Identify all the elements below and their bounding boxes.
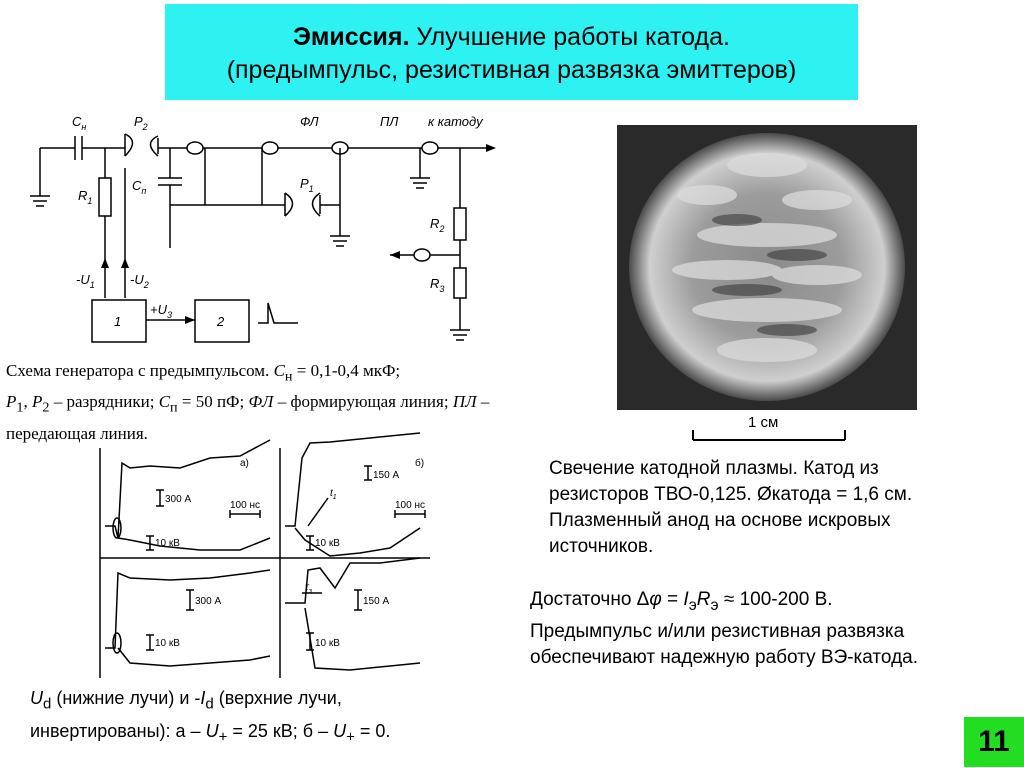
fl-label: ФЛ [300, 114, 319, 129]
panel-a-label: а) [240, 458, 249, 469]
oscillograms: а) б) 300 А 150 А 100 нс 100 нс 10 кВ 10… [99, 432, 430, 678]
panel-b-label: б) [415, 457, 424, 469]
current-150-top: 150 А [373, 470, 399, 481]
cathode-plasma-photo [617, 125, 917, 410]
title-line2: (предымпульс, резистивная развязка эмитт… [226, 56, 797, 84]
sufficient-text: Достаточно Δφ = IэRэ ≈ 100-200 В. Предым… [530, 589, 918, 668]
time-100-b: 100 нс [395, 500, 425, 511]
slide-number-badge: 11 [964, 717, 1024, 767]
current-300-top: 300 А [165, 494, 191, 505]
photo-scale-label: 1 см [748, 414, 779, 431]
u1-label: -U1 [76, 272, 95, 290]
schematic-caption: Схема генератора с предымпульсом. Cн = 0… [6, 361, 490, 443]
t1-label: t1 [330, 488, 337, 501]
photo-scale-bar [692, 430, 846, 441]
time-100-a: 100 нс [230, 500, 260, 511]
p2-label: P2 [134, 114, 148, 132]
voltage-10-b-bottom: 10 кВ [315, 638, 340, 649]
to-cathode-label: к катоду [428, 114, 484, 129]
pl-label: ПЛ [380, 114, 398, 129]
r1-label: R1 [78, 188, 92, 206]
u2-label: -U2 [130, 272, 149, 290]
u3-label: +U3 [150, 302, 172, 320]
generator-schematic: Cн P2 ФЛ ПЛ к катоду R1 Cп P1 R2 R3 -U1 … [30, 114, 496, 343]
title-bold: Эмиссия. [293, 23, 410, 51]
plasma-description: Свечение катодной плазмы. Катод из резис… [549, 458, 913, 557]
title-box: Эмиссия. Улучшение работы катода. (преды… [165, 4, 858, 100]
voltage-10-b-top: 10 кВ [315, 538, 340, 549]
block1-label: 1 [114, 314, 121, 329]
p1-label: P1 [300, 176, 314, 194]
voltage-10-a-bottom: 10 кВ [155, 638, 180, 649]
oscillogram-caption: Ud (нижние лучи) и -Id (верхние лучи, ин… [30, 688, 391, 746]
block2-label: 2 [216, 314, 225, 329]
r2-label: R2 [430, 216, 444, 234]
cn-label: Cн [72, 114, 86, 132]
voltage-10-a-top: 10 кВ [155, 538, 180, 549]
tau-label: τз [305, 582, 313, 595]
title-rest: Улучшение работы катода. [409, 23, 730, 51]
r3-label: R3 [430, 276, 444, 294]
current-300-bottom: 300 А [195, 596, 221, 607]
title-line1: Эмиссия. Улучшение работы катода. [165, 21, 858, 54]
current-150-bottom: 150 А [363, 596, 389, 607]
cp-label: Cп [132, 178, 146, 196]
